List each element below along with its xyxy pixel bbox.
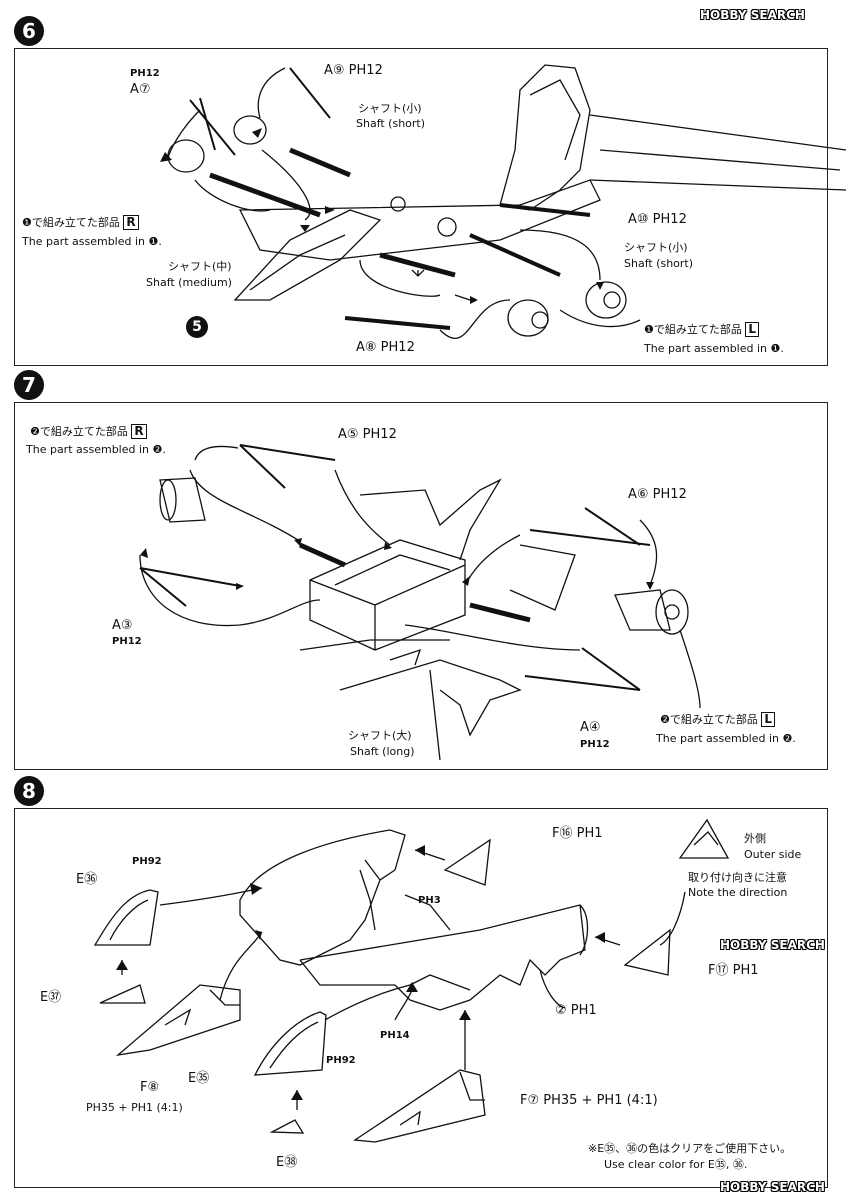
- step-number-8: 8: [14, 776, 44, 806]
- step-number-6: 6: [14, 16, 44, 46]
- part-e36-label: E㊱: [76, 872, 98, 887]
- part-e37-label: E㊲: [40, 990, 62, 1005]
- assembled-2-r-jp-text: ❷で組み立てた部品: [30, 425, 128, 438]
- assembled-2-r-en: The part assembled in ❷.: [26, 443, 166, 456]
- paint-ref-ph14: PH14: [380, 1030, 410, 1041]
- part-a10-label: A⑩ PH12: [628, 212, 687, 227]
- part-a6-label: A⑥ PH12: [628, 487, 687, 502]
- assembled-2-l-jp-text: ❷で組み立てた部品: [660, 713, 758, 726]
- direction-note-en: Note the direction: [688, 886, 788, 899]
- outer-side-jp: 外側: [744, 832, 766, 845]
- watermark-middle: HOBBY SEARCH: [720, 938, 825, 952]
- shaft-medium-en: Shaft (medium): [146, 276, 232, 289]
- step-number-7: 7: [14, 370, 44, 400]
- part-e35-label: E㉟: [188, 1071, 210, 1086]
- clear-color-note-en: Use clear color for E㉟, ㊱.: [604, 1158, 748, 1171]
- part-2-label: ② PH1: [555, 1003, 597, 1018]
- side-l-badge: L: [745, 322, 760, 337]
- shaft-short-top-en: Shaft (short): [356, 117, 426, 130]
- part-a8-label: A⑧ PH12: [356, 340, 415, 355]
- body-paint-ref-ph3: PH3: [418, 895, 441, 906]
- part-f16-label: F⑯ PH1: [552, 826, 603, 841]
- ref-step-5-badge: 5: [186, 316, 208, 338]
- part-f8-label: F⑧: [140, 1080, 160, 1095]
- a3-paint-ref: PH12: [112, 636, 142, 647]
- watermark-bottom: HOBBY SEARCH: [720, 1180, 825, 1194]
- shaft-long-en: Shaft (long): [350, 745, 415, 758]
- part-a3-label: A③: [112, 618, 133, 633]
- shaft-medium-jp: シャフト(中): [168, 260, 232, 273]
- part-f7-label: F⑦ PH35 + PH1 (4:1): [520, 1093, 658, 1108]
- part-a9-label: A⑨ PH12: [324, 63, 383, 78]
- part-a5-label: A⑤ PH12: [338, 427, 397, 442]
- outer-side-en: Outer side: [744, 848, 802, 861]
- e35-paint-ref: PH92: [326, 1055, 356, 1066]
- part-a4-label: A④: [580, 720, 601, 735]
- side-l-badge-2: L: [761, 712, 776, 727]
- assembled-2-r-jp: ❷で組み立てた部品 R: [30, 424, 147, 439]
- shaft-short-top-jp: シャフト(小): [358, 102, 422, 115]
- clear-color-note-jp: ※E㉟、㊱の色はクリアをご使用下さい。: [588, 1142, 792, 1155]
- watermark-top: HOBBY SEARCH: [700, 8, 805, 22]
- assembled-1-r-en: The part assembled in ❶.: [22, 235, 162, 248]
- part-a7-label: A⑦: [130, 82, 151, 97]
- shaft-short-right-jp: シャフト(小): [624, 241, 688, 254]
- f8-color-mix: PH35 + PH1 (4:1): [86, 1101, 183, 1114]
- direction-note-jp: 取り付け向きに注意: [688, 871, 787, 884]
- a4-paint-ref: PH12: [580, 739, 610, 750]
- assembled-1-r-jp-text: ❶で組み立てた部品: [22, 216, 120, 229]
- assembled-2-l-jp: ❷で組み立てた部品 L: [660, 712, 776, 727]
- assembled-2-l-en: The part assembled in ❷.: [656, 732, 796, 745]
- assembled-1-l-jp: ❶で組み立てた部品 L: [644, 322, 760, 337]
- part-e38-label: E㊳: [276, 1155, 298, 1170]
- shaft-short-right-en: Shaft (short): [624, 257, 694, 270]
- a7-paint-ref: PH12: [130, 68, 160, 79]
- shaft-long-jp: シャフト(大): [348, 729, 412, 742]
- part-f17-label: F⑰ PH1: [708, 963, 759, 978]
- side-r-badge: R: [123, 215, 139, 230]
- assembled-1-l-jp-text: ❶で組み立てた部品: [644, 323, 742, 336]
- assembled-1-r-jp: ❶で組み立てた部品 R: [22, 215, 139, 230]
- assembled-1-l-en: The part assembled in ❶.: [644, 342, 784, 355]
- e36-paint-ref: PH92: [132, 856, 162, 867]
- side-r-badge-2: R: [131, 424, 147, 439]
